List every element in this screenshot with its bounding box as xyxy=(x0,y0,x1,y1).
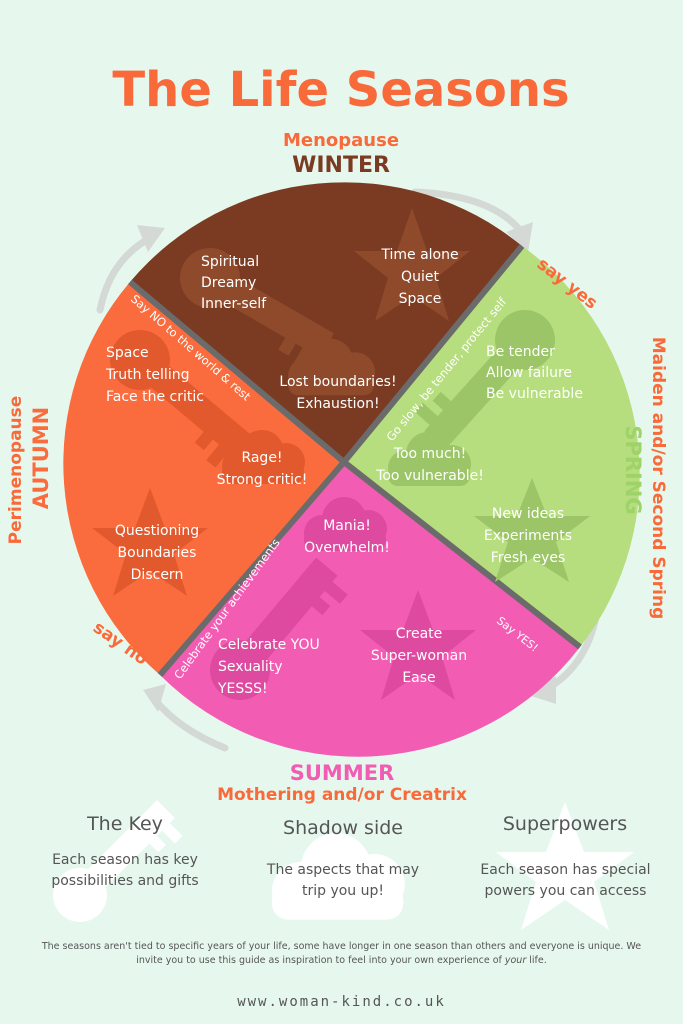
winter-shadow-line: Exhaustion! xyxy=(296,396,379,412)
spring-main-label: SPRING xyxy=(621,425,645,514)
legend-superpowers-title: Superpowers xyxy=(502,813,628,835)
arrow-head-icon xyxy=(528,676,556,704)
arrow-autumn-winter xyxy=(96,234,154,314)
winter-label-main: WINTER xyxy=(292,153,390,178)
winter-key-line: Inner-self xyxy=(201,296,267,312)
legend-shadow-desc: The aspects that may trip you up! xyxy=(266,862,420,899)
winter-key-line: Spiritual xyxy=(201,254,259,270)
spring-key-line: Allow failure xyxy=(486,365,572,381)
spring-quadrant xyxy=(344,246,640,647)
arrow-head-icon xyxy=(143,684,166,712)
spring-star-icon xyxy=(474,478,590,582)
autumn-star-line: Boundaries xyxy=(118,545,197,561)
spring-side-label: Maiden and/or Second Spring xyxy=(648,337,668,619)
arrow-summer-autumn xyxy=(151,696,229,752)
website-url: www.woman-kind.co.uk xyxy=(237,994,446,1010)
summer-star-icon xyxy=(360,590,476,700)
autumn-shadow-line: Rage! xyxy=(241,450,282,466)
quadrant-dividers xyxy=(128,244,582,677)
legend-key-desc: Each season has key possibilities and gi… xyxy=(51,852,199,889)
spring-star-line: Experiments xyxy=(484,528,572,544)
autumn-key-line: Face the critic xyxy=(106,389,204,405)
autumn-shadow-line: Strong critic! xyxy=(217,472,308,488)
arrow-winter-spring xyxy=(411,188,524,234)
summer-key-line: Celebrate YOU xyxy=(218,637,320,653)
winter-star-line: Space xyxy=(399,291,442,307)
autumn-star-icon xyxy=(92,488,208,596)
legend-key-title: The Key xyxy=(87,813,163,835)
spring-shadow-line: Too much! xyxy=(393,446,466,462)
summer-shadow-line: Mania! xyxy=(323,518,371,534)
winter-star-line: Quiet xyxy=(401,269,439,285)
legend-shadow-title: Shadow side xyxy=(283,817,403,839)
summer-shadow-line: Overwhelm! xyxy=(304,540,390,556)
legend-superpowers-desc: Each season has special powers you can a… xyxy=(480,862,651,899)
autumn-side-label: Perimenopause xyxy=(6,396,26,545)
legend-star-icon xyxy=(496,802,634,930)
autumn-star-line: Questioning xyxy=(115,523,199,539)
page-title: The Life Seasons xyxy=(112,62,569,118)
summer-main-label: SUMMER xyxy=(290,761,395,785)
spring-key-line: Be tender xyxy=(486,344,555,360)
winter-star-line: Time alone xyxy=(380,247,458,263)
summer-star-line: Ease xyxy=(402,670,435,686)
summer-sub-label: Mothering and/or Creatrix xyxy=(217,785,467,805)
spring-star-line: New ideas xyxy=(492,506,564,522)
arrow-heads xyxy=(137,222,556,712)
spring-star-line: Fresh eyes xyxy=(491,550,566,566)
summer-key-line: YESSS! xyxy=(217,681,268,697)
spring-shadow-line: Too vulnerable! xyxy=(375,468,484,484)
autumn-key-line: Space xyxy=(106,345,149,361)
winter-label-top: Menopause xyxy=(283,130,399,151)
arrow-head-icon xyxy=(137,225,165,252)
autumn-main-label: AUTUMN xyxy=(29,407,53,510)
winter-star-icon xyxy=(354,208,470,321)
summer-key-line: Sexuality xyxy=(218,659,283,675)
autumn-key-line: Truth telling xyxy=(105,367,189,383)
spring-key-line: Be vulnerable xyxy=(486,386,583,402)
autumn-star-line: Discern xyxy=(131,567,184,583)
arrow-head-icon xyxy=(506,222,533,252)
summer-star-line: Create xyxy=(396,626,443,642)
winter-key-line: Dreamy xyxy=(201,275,256,291)
summer-star-line: Super-woman xyxy=(371,648,467,664)
footer-note: The seasons aren't tied to specific year… xyxy=(41,941,642,966)
winter-shadow-line: Lost boundaries! xyxy=(279,374,396,390)
